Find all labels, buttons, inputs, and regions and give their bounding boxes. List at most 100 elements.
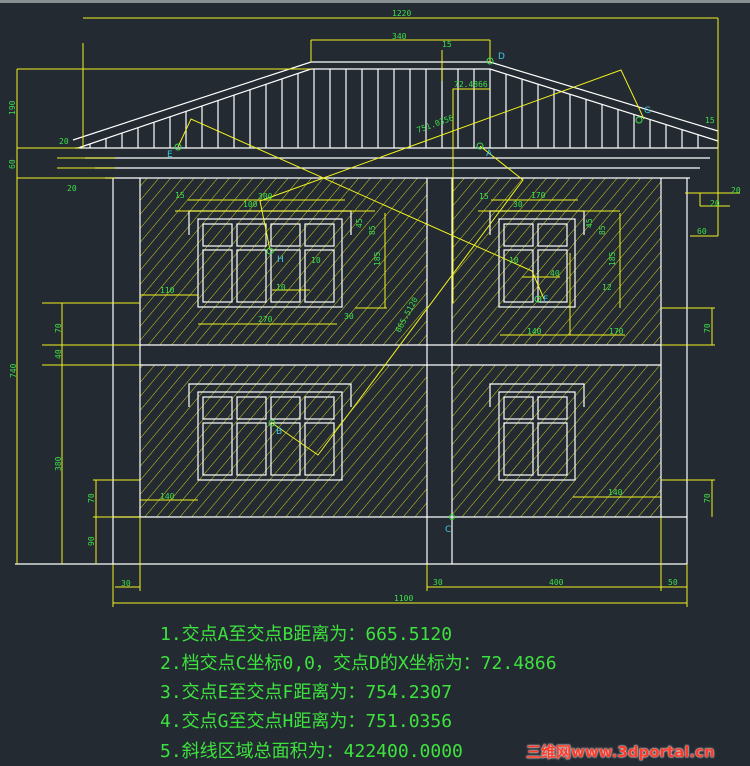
window-pane-top — [503, 223, 534, 247]
dim-100: 100 — [243, 200, 258, 209]
point-c-marker — [449, 514, 455, 520]
dim-170: 170 — [531, 191, 546, 200]
point-f-label: F — [543, 295, 548, 305]
window-pane-bottom — [202, 422, 233, 476]
window-pane-top — [304, 223, 335, 247]
line-g-h — [259, 69, 645, 251]
dim-72-4866: 72.4866 — [454, 80, 488, 89]
hatch-lower-right — [452, 365, 661, 517]
dim-45: 45 — [355, 218, 364, 228]
line-a-b — [271, 145, 524, 456]
hatch-lower-left — [140, 365, 427, 517]
window-pane-bottom — [304, 249, 335, 303]
dim-85: 85 — [368, 225, 377, 235]
point-b-marker — [268, 419, 276, 427]
line-e-f — [177, 118, 545, 300]
hatch-upper-right — [452, 178, 661, 345]
dim-50: 50 — [668, 578, 678, 587]
window-frame — [197, 218, 343, 308]
window-pane-bottom — [537, 422, 568, 476]
window-frame — [498, 218, 576, 308]
dim-15: 15 — [705, 116, 715, 125]
intersection-points: A B C D E F G H — [167, 52, 651, 535]
dim-20: 20 — [731, 186, 741, 195]
window-pane-bottom — [537, 249, 568, 303]
window-pane-top — [537, 396, 568, 420]
window-frame — [498, 391, 576, 481]
dim-30: 30 — [513, 200, 523, 209]
window-pane-top — [202, 396, 233, 420]
question-3: 3.交点E至交点F距离为：754.2307 — [160, 682, 453, 703]
dim-70: 70 — [54, 323, 63, 333]
dim-10: 10 — [509, 256, 519, 265]
window-pane-top — [202, 223, 233, 247]
window-pane-bottom — [304, 422, 335, 476]
question-5: 5.斜线区域总面积为：422400.0000 — [160, 741, 463, 762]
window-pane-top — [270, 223, 301, 247]
dim-751-0356: 751.0356 — [416, 113, 455, 135]
dim-1100: 1100 — [394, 594, 413, 603]
roof-inner-line — [77, 68, 719, 149]
dim-15: 15 — [442, 40, 452, 49]
dim-70: 70 — [703, 323, 712, 333]
dimension-lines — [16, 17, 740, 607]
dim-40: 40 — [54, 349, 63, 359]
dim-30: 30 — [121, 579, 131, 588]
roof — [72, 61, 719, 179]
dim-170: 170 — [609, 327, 624, 336]
dim-740: 740 — [9, 363, 18, 378]
dim-190: 190 — [8, 100, 17, 115]
dim-85: 85 — [598, 225, 607, 235]
window-cap — [489, 383, 585, 407]
dim-300: 300 — [258, 192, 273, 201]
dim-20: 20 — [710, 199, 720, 208]
window-pane-top — [537, 223, 568, 247]
dim-12: 12 — [602, 283, 612, 292]
dim-140: 140 — [608, 488, 623, 497]
window-pane-bottom — [202, 249, 233, 303]
window-pane-top — [304, 396, 335, 420]
dim-15: 15 — [479, 192, 489, 201]
window-cap — [188, 383, 352, 407]
window-pane-top — [503, 396, 534, 420]
point-d-marker — [486, 57, 494, 65]
roof-rafters — [89, 69, 699, 148]
window-pane-bottom — [236, 249, 267, 303]
point-h-marker — [266, 247, 274, 255]
dim-15: 15 — [175, 191, 185, 200]
dim-10: 10 — [276, 283, 286, 292]
point-f-marker — [534, 295, 542, 303]
dim-30: 30 — [344, 312, 354, 321]
measurement-lines — [177, 69, 645, 456]
dim-45: 45 — [585, 218, 594, 228]
dim-380: 380 — [54, 456, 63, 471]
dim-30: 30 — [433, 578, 443, 587]
dim-140: 140 — [527, 327, 542, 336]
window-pane-bottom — [270, 249, 301, 303]
dimension-labels: 1220 340 15 72.4866 751.0356 20 20 190 6… — [8, 9, 741, 603]
point-a-label: A — [486, 149, 493, 159]
dim-185: 185 — [608, 251, 617, 266]
dim-10: 10 — [311, 256, 321, 265]
point-g-label: G — [644, 106, 651, 116]
dim-140: 140 — [160, 492, 175, 501]
dim-1220: 1220 — [392, 9, 411, 18]
dim-110: 110 — [160, 286, 175, 295]
point-e-marker — [174, 143, 182, 151]
window-frame — [197, 391, 343, 481]
window-pane-bottom — [503, 422, 534, 476]
point-b-label: B — [276, 427, 282, 437]
point-d-label: D — [498, 52, 505, 62]
point-g-marker — [635, 116, 643, 124]
walls — [15, 178, 688, 565]
dim-20: 20 — [67, 184, 77, 193]
question-4: 4.交点G至交点H距离为：751.0356 — [160, 711, 453, 732]
point-h-label: H — [277, 255, 284, 265]
hatch-upper-left — [140, 178, 427, 345]
dim-60: 60 — [697, 227, 707, 236]
hatched-regions — [140, 178, 661, 517]
window-pane-top — [236, 396, 267, 420]
dim-340: 340 — [392, 32, 407, 41]
point-c-label: C — [445, 525, 451, 535]
